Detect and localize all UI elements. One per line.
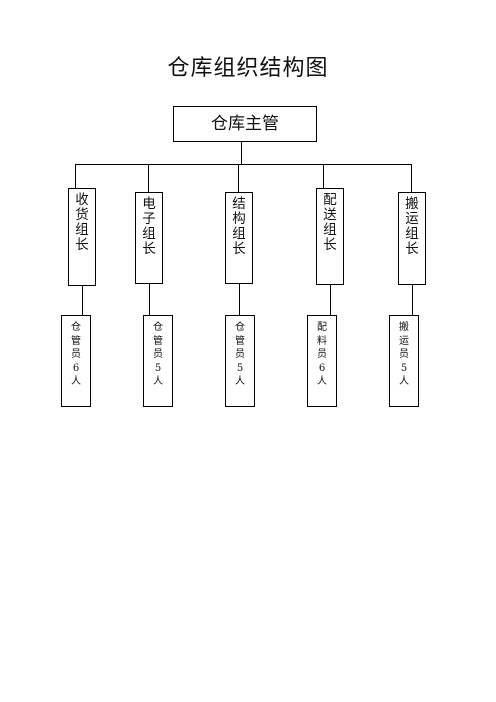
connector-leader-to-staff-5 [412,285,413,315]
leader-node-label: 结 构 组 长 [232,196,246,257]
staff-node-label: 仓 管 员 5 人 [153,322,163,387]
leader-node-label: 电 子 组 长 [142,196,156,257]
connector-bus-to-leader-5 [411,164,412,192]
connector-bus-to-leader-4 [323,164,324,188]
connector-leader-to-staff-2 [149,284,150,315]
chart-title: 仓库组织结构图 [167,56,329,81]
root-node-warehouse-supervisor: 仓库主管 [173,106,317,142]
connector-leader-to-staff-1 [82,286,83,315]
staff-node-3: 仓 管 员 5 人 [225,315,255,407]
connector-bus-to-leader-2 [148,164,149,192]
leader-node-handling: 搬 运 组 长 [398,192,426,285]
leader-node-electronics: 电 子 组 长 [135,192,163,284]
staff-node-label: 仓 管 员 6 人 [71,322,81,387]
staff-node-label: 搬 运 员 5 人 [399,322,409,387]
staff-node-4: 配 料 员 6 人 [307,315,337,407]
connector-bus-to-leader-1 [75,164,76,188]
staff-node-label: 配 料 员 6 人 [317,322,327,387]
staff-node-5: 搬 运 员 5 人 [389,315,419,407]
staff-node-1: 仓 管 员 6 人 [61,315,91,407]
connector-leader-to-staff-4 [330,285,331,315]
connector-bus-to-leader-3 [238,164,239,192]
leader-node-delivery: 配 送 组 长 [316,188,344,285]
leader-node-label: 搬 运 组 长 [405,196,419,257]
connector-horizontal-bus [75,164,411,165]
leader-node-structure: 结 构 组 长 [225,192,253,284]
staff-node-label: 仓 管 员 5 人 [235,322,245,387]
leader-node-label: 配 送 组 长 [323,192,337,253]
leader-node-label: 收 货 组 长 [75,192,89,253]
leader-node-receiving: 收 货 组 长 [68,188,96,286]
connector-leader-to-staff-3 [239,284,240,315]
connector-root-down [241,142,242,164]
root-node-label: 仓库主管 [211,114,279,134]
staff-node-2: 仓 管 员 5 人 [143,315,173,407]
